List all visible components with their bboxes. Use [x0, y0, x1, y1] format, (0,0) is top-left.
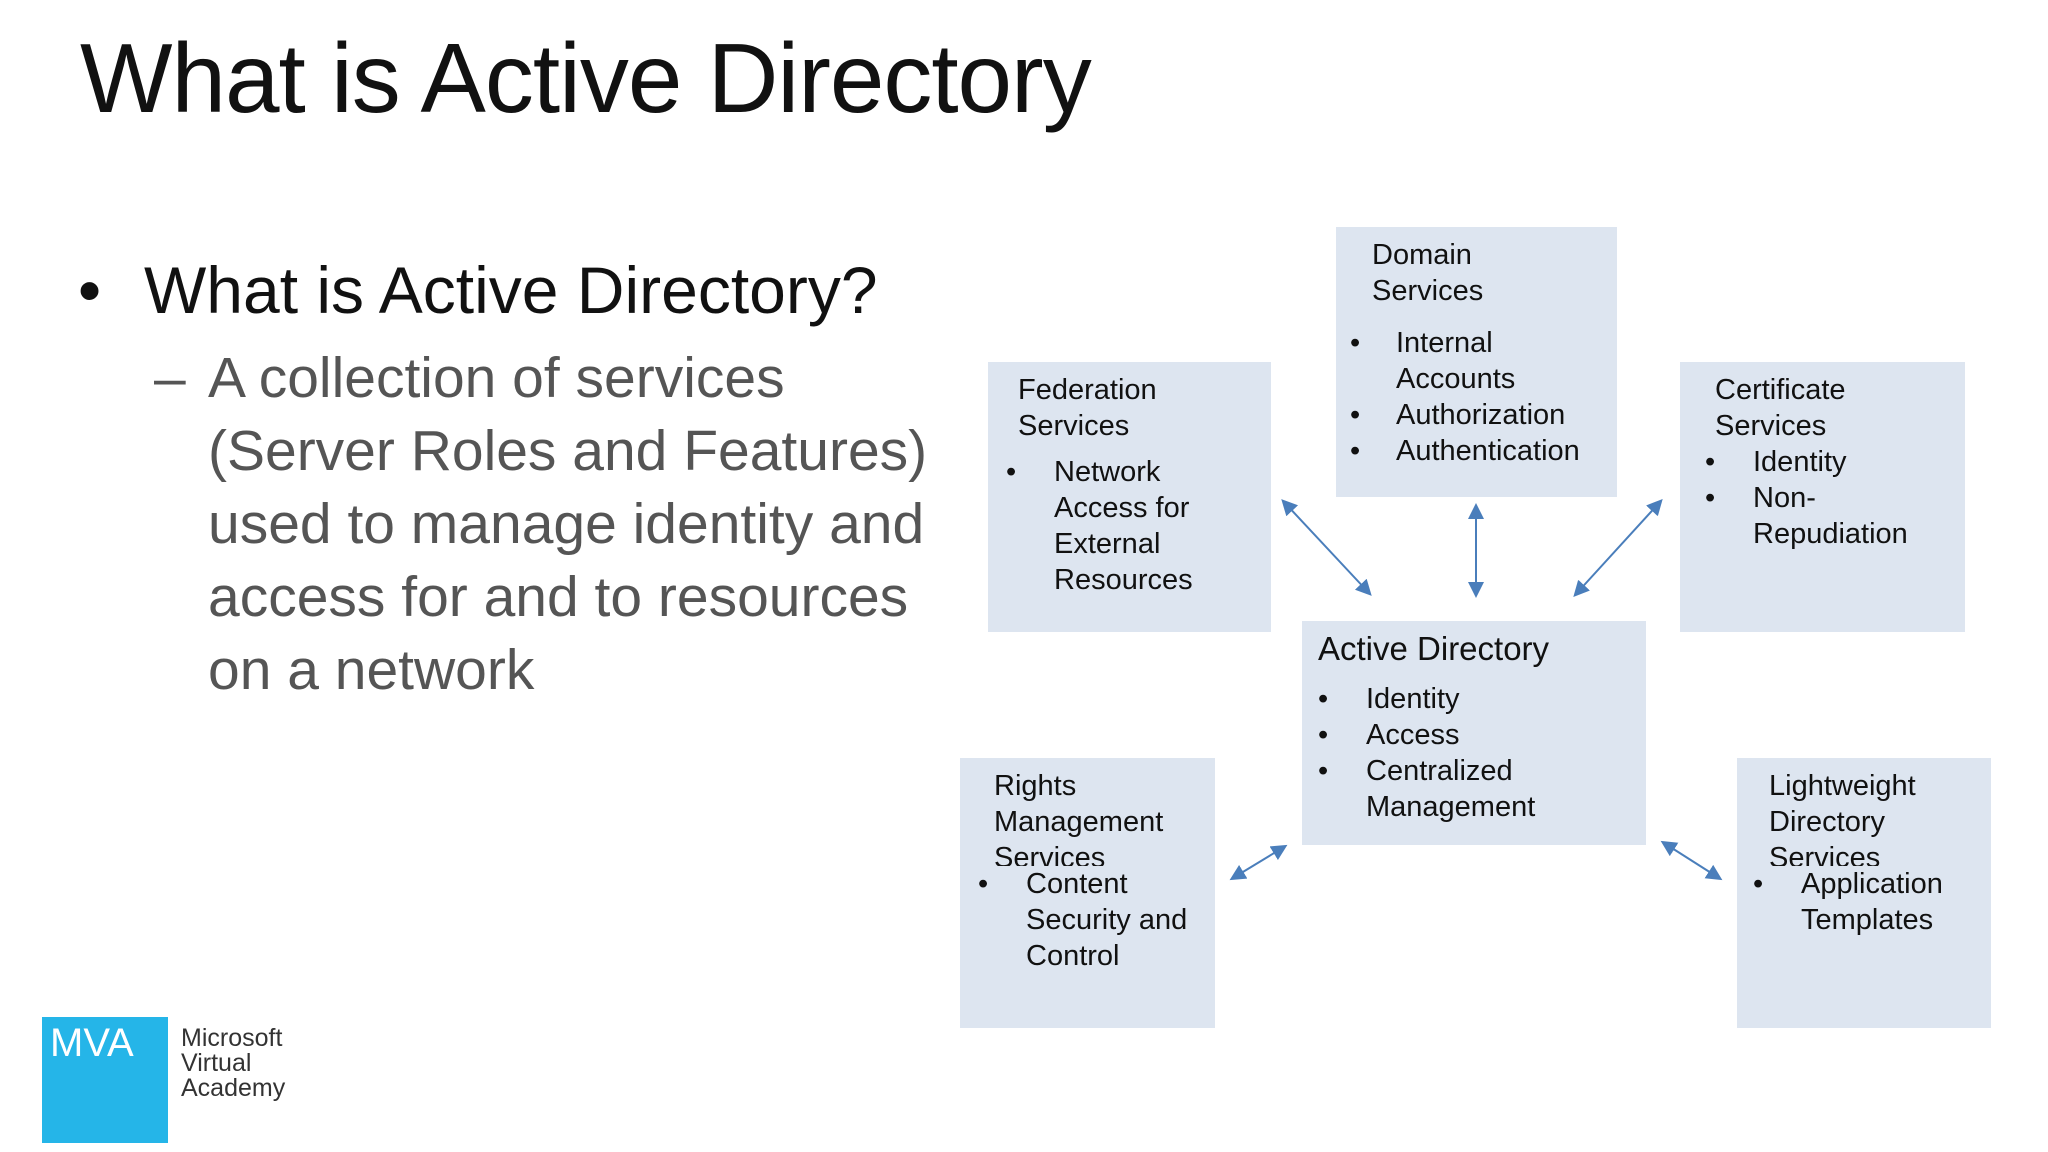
- domain-services-box: Domain Services Internal Accounts Author…: [1336, 227, 1617, 497]
- arrow-federation: [1281, 499, 1372, 596]
- box-title: Rights Management Services: [994, 770, 1164, 866]
- sub-bullet-text: A collection of services (Server Roles a…: [208, 346, 928, 702]
- certificate-services-box: Certificate Services Identity Non-Repudi…: [1680, 362, 1965, 632]
- box-item: Identity: [1705, 444, 1965, 480]
- box-item: Authorization: [1350, 397, 1617, 433]
- slide-title: What is Active Directory: [80, 23, 1092, 133]
- arrow-certificate: [1573, 499, 1663, 597]
- bullet-marker: •: [78, 253, 102, 327]
- box-item: Access: [1318, 717, 1646, 753]
- box-item: Non-Repudiation: [1705, 480, 1908, 552]
- arrow-lightweight: [1660, 840, 1723, 881]
- box-item: Content Security and Control: [978, 866, 1196, 974]
- box-item: Centralized Management: [1318, 753, 1566, 825]
- box-title: Federation Services: [1018, 374, 1157, 442]
- logo-line: Academy: [181, 1074, 286, 1102]
- rights-management-box: Rights Management Services Content Secur…: [960, 758, 1215, 1028]
- logo-line: Virtual: [181, 1049, 252, 1077]
- logo-text: Microsoft Virtual Academy: [181, 1026, 285, 1101]
- box-item: Identity: [1318, 681, 1646, 717]
- arrow-rights: [1229, 844, 1288, 881]
- box-title: Active Directory: [1318, 630, 1550, 667]
- lightweight-directory-box: Lightweight Directory Services Applicati…: [1737, 758, 1991, 1028]
- box-item: Internal Accounts: [1350, 325, 1546, 397]
- box-title: Certificate Services: [1715, 374, 1846, 442]
- main-bullet-text: What is Active Directory?: [144, 253, 878, 327]
- box-title: Lightweight Directory Services: [1769, 770, 1916, 866]
- box-title: Domain Services: [1372, 239, 1484, 307]
- box-item: Network Access for External Resources: [1006, 454, 1204, 598]
- dash-marker: –: [154, 346, 186, 410]
- active-directory-box: Active Directory Identity Access Central…: [1302, 621, 1646, 845]
- box-item: Authentication: [1350, 433, 1617, 469]
- logo-line: Microsoft: [181, 1024, 283, 1052]
- logo-mark: MVA: [50, 1021, 134, 1065]
- sub-bullet: –A collection of services (Server Roles …: [154, 342, 984, 707]
- box-item: Application Templates: [1753, 866, 1961, 938]
- main-bullet: • What is Active Directory?: [78, 252, 878, 328]
- mva-logo: MVA: [42, 1017, 168, 1143]
- federation-services-box: Federation Services Network Access for E…: [988, 362, 1271, 632]
